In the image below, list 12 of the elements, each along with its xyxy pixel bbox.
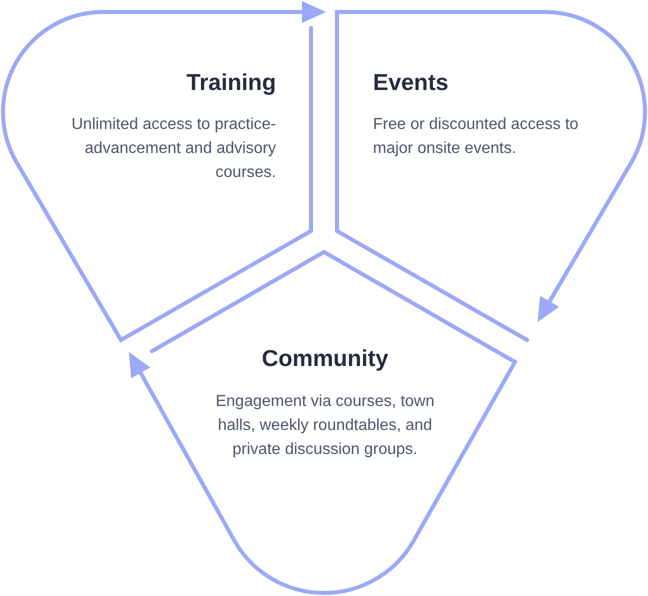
cycle-shape xyxy=(335,10,647,342)
section-description: Free or discounted access to major onsite events. xyxy=(373,115,580,159)
cycle-arrow xyxy=(220,1,326,23)
cycle-arrow xyxy=(129,352,194,466)
cycle-arrow xyxy=(538,225,596,322)
section-description: Unlimited access to practice-advancement and advisory courses. xyxy=(70,115,276,183)
section-title: Training xyxy=(186,68,276,96)
cycle-shape xyxy=(1,10,314,342)
cycle-shape xyxy=(150,250,517,595)
section-title: Community xyxy=(262,344,388,372)
section-title: Events xyxy=(373,68,448,96)
section-description: Engagement via courses, town halls, weekly roundtables, and private discussion groups. xyxy=(214,392,436,460)
